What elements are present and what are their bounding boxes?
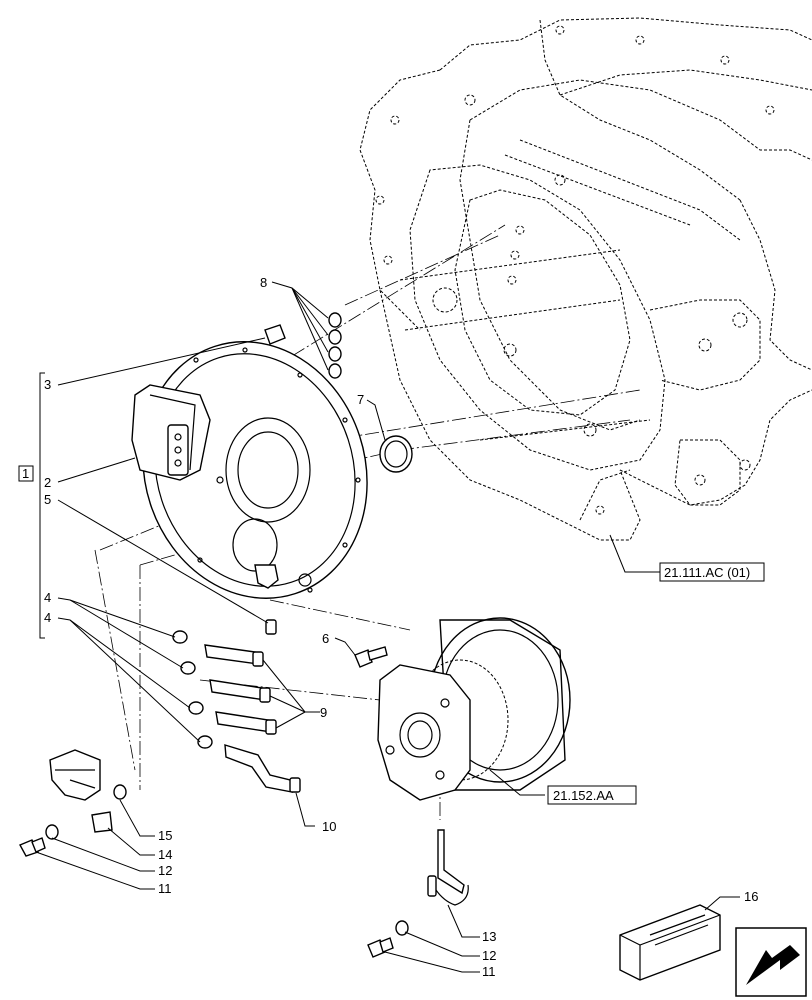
callout-4b: 4 <box>44 610 51 625</box>
callout-1: 1 <box>22 466 29 481</box>
callout-10: 10 <box>322 819 336 834</box>
callout-4a: 4 <box>44 590 51 605</box>
callout-labels: 8 7 3 1 2 5 4 4 6 9 10 15 14 12 11 13 12… <box>18 275 758 979</box>
reference-housing[interactable]: 21.111.AC (01) <box>659 562 765 582</box>
callout-16: 16 <box>744 889 758 904</box>
callout-11a: 11 <box>158 881 172 896</box>
callout-5: 5 <box>44 492 51 507</box>
callout-3: 3 <box>44 377 51 392</box>
callout-12b: 12 <box>482 948 496 963</box>
callout-15: 15 <box>158 828 172 843</box>
callout-2: 2 <box>44 475 51 490</box>
callout-6: 6 <box>322 631 329 646</box>
left-bracket <box>19 749 127 857</box>
plug <box>265 619 277 635</box>
reference-housing-label: 21.111.AC (01) <box>664 565 750 580</box>
callout-7: 7 <box>357 392 364 407</box>
clutch-assembly <box>377 617 571 801</box>
callout-9: 9 <box>320 705 327 720</box>
bottom-fasteners <box>367 920 409 958</box>
reference-clutch[interactable]: 21.152.AA <box>547 785 637 805</box>
o-rings <box>328 312 342 379</box>
callout-13: 13 <box>482 929 496 944</box>
transmission-housing <box>359 17 812 541</box>
seal-ring <box>379 435 413 473</box>
callout-8: 8 <box>260 275 267 290</box>
callout-12a: 12 <box>158 863 172 878</box>
tube-bracket <box>427 829 469 906</box>
tubes <box>172 630 301 793</box>
bolt <box>354 646 388 668</box>
adapter-plate <box>131 341 368 599</box>
leader-lines <box>35 281 740 973</box>
callout-14: 14 <box>158 847 172 862</box>
arrow-icon[interactable] <box>735 927 807 997</box>
dowel-pin <box>264 324 286 345</box>
box-kit-icon <box>619 904 721 981</box>
reference-clutch-label: 21.152.AA <box>553 788 614 803</box>
callout-11b: 11 <box>482 964 496 979</box>
